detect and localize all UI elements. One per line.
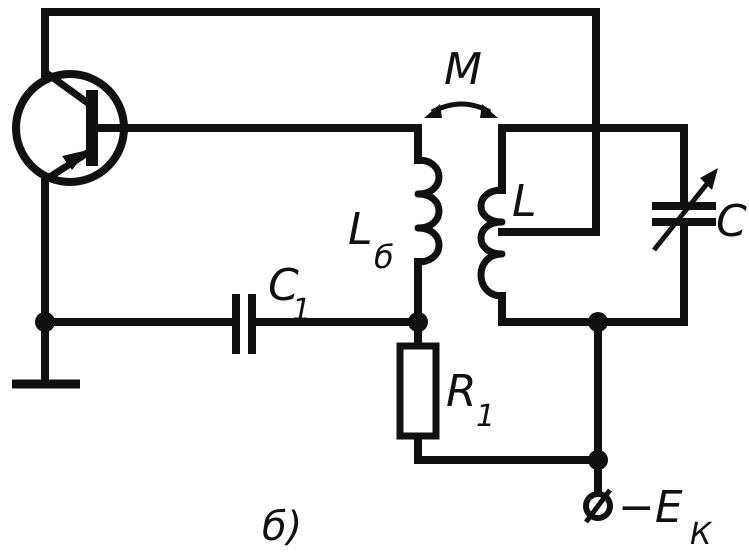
transistor-collector [42,69,95,109]
resistor-r1 [396,342,440,440]
capacitor-tuning-arrow-shaft [652,178,712,252]
coil-feedback [414,156,443,266]
mutual-inductance-arrow [424,101,498,118]
junction-supply [588,450,608,470]
transistor-emitter-arrow [62,150,88,170]
label-capacitor-c1: C [268,260,299,311]
label-capacitor-c1-sub: 1 [292,293,311,328]
wire-secondary-top [498,124,688,194]
wire-base-feedback [94,124,422,164]
label-capacitor-tuning: C [716,196,747,247]
label-coil-feedback-sub: б [374,238,394,276]
capacitor-tuning [652,168,718,260]
capacitor-tuning-arrow-head [700,168,718,190]
label-supply-sub: К [690,517,713,552]
wire-secondary-bottom [498,256,688,326]
junction-ground [35,312,55,332]
wire-r1-supply [414,432,602,464]
capacitor-c1 [232,294,256,354]
label-coil-secondary: L [512,176,537,227]
label-resistor-r1: R [446,366,477,417]
junction-tank [588,312,608,332]
wire-collector-top [41,8,600,236]
supply-terminal [583,488,613,524]
label-resistor-r1-sub: 1 [476,399,495,434]
label-supply: −E [618,482,683,533]
coil-secondary [477,186,506,300]
label-mutual: M [444,44,482,95]
label-coil-feedback: L [348,204,373,255]
junction-node [408,312,428,332]
figure-caption: б) [262,504,302,550]
